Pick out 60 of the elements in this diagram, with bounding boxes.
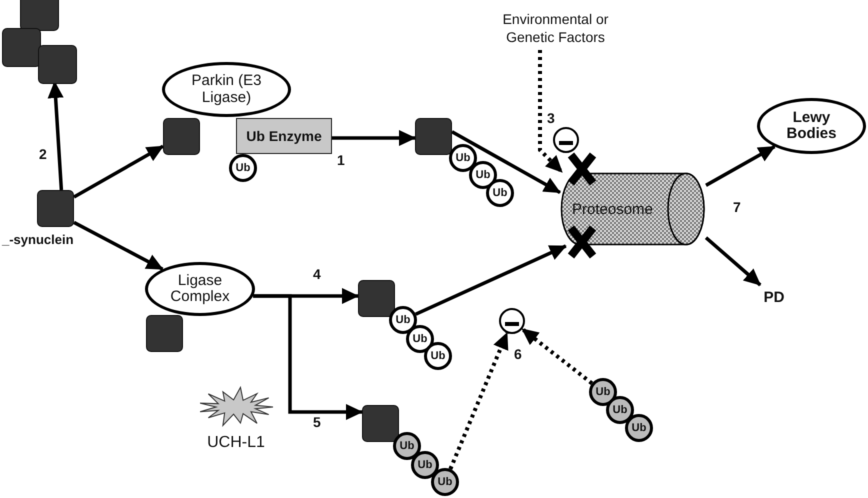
inhibition-symbol: [553, 127, 579, 153]
step-number: 4: [312, 266, 322, 282]
ubiquitin-circle: [486, 179, 514, 207]
node-label: PD: [764, 288, 784, 306]
ubiquitin-circle: [625, 414, 653, 442]
ubiquitin-circle: [424, 342, 452, 370]
ubiquitin-circle: [411, 451, 439, 479]
step-number: 6: [514, 346, 522, 362]
arrow: [451, 130, 561, 194]
ub-label: Ub: [612, 404, 628, 416]
protein-square: [358, 280, 395, 317]
protein-label: _-synuclein: [2, 232, 74, 247]
ubiquitin-circle: [431, 468, 459, 496]
inhibition-symbol: [499, 308, 525, 334]
ub-label: Ub: [492, 187, 508, 199]
ub-label: Ub: [632, 422, 646, 434]
ubiquitin-circle: [589, 378, 617, 406]
step-number: 5: [312, 414, 322, 430]
arrow: [705, 145, 776, 187]
node-label: Parkin (E3 Ligase): [190, 73, 263, 106]
node-label: Lewy Bodies: [785, 110, 838, 142]
protein-square: [163, 118, 200, 155]
node-label: Ligase Complex: [169, 272, 231, 306]
step-number: 2: [38, 146, 48, 162]
enzyme-box: [236, 118, 332, 154]
ub-label: Ub: [236, 162, 250, 174]
arrow: [253, 294, 363, 420]
arrow: [704, 236, 762, 286]
ub-label: Ub: [438, 476, 452, 488]
ub-label: Ub: [412, 333, 428, 345]
ubiquitin-circle: [229, 154, 257, 182]
ub-label: Ub: [476, 169, 490, 181]
node-label: Environmental or Genetic Factors: [502, 10, 610, 46]
arrow: [73, 220, 164, 271]
ubiquitin-circle: [393, 432, 421, 460]
arrow: [332, 130, 416, 146]
protein-aggregate: [2, 0, 76, 82]
step-number: 3: [546, 110, 556, 126]
arrow: [415, 244, 567, 316]
ub-label: Ub: [418, 459, 432, 471]
ub-label: Ub: [596, 386, 610, 398]
ubiquitin-circle: [449, 144, 477, 172]
node-label: Ub Enzyme: [246, 128, 322, 144]
dotted-arrow: [521, 327, 594, 385]
ub-label: Ub: [456, 152, 470, 164]
protein-square: [37, 190, 74, 227]
step-number: 1: [336, 152, 346, 168]
ubiquitin-circle: [606, 396, 634, 424]
protein-square: [415, 118, 452, 155]
step-number: 7: [733, 199, 741, 215]
ub-label: Ub: [430, 350, 446, 362]
protein-square: [362, 405, 399, 442]
dotted-arrow: [538, 50, 564, 174]
ub-label: Ub: [396, 314, 410, 326]
dotted-arrow: [448, 332, 509, 470]
arrow: [73, 144, 164, 199]
arrow: [48, 81, 64, 190]
node-label: UCH-L1: [207, 434, 265, 452]
protein-square: [146, 315, 183, 352]
ub-label: Ub: [400, 440, 414, 452]
